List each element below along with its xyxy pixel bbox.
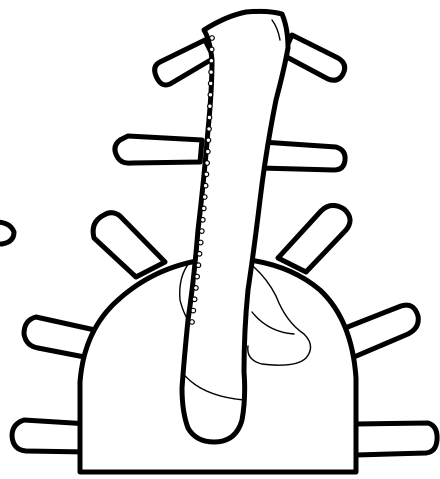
spike-base-left <box>12 420 89 452</box>
bead-dot <box>209 47 214 52</box>
bead-dot <box>194 286 199 291</box>
spike-lower-left <box>93 213 165 277</box>
bead-dot <box>210 36 215 41</box>
bead-dot <box>192 297 197 302</box>
bead-dot <box>207 127 212 132</box>
bead-dot <box>197 252 202 257</box>
spike-lower-right <box>278 205 350 272</box>
bead-dot <box>208 104 213 109</box>
spike-mid-right <box>260 142 345 170</box>
bead-dot <box>202 195 207 200</box>
bead-dot <box>198 240 203 245</box>
bead-dot <box>208 93 213 98</box>
spike-upper-right <box>283 35 345 80</box>
bead-dot <box>208 81 213 86</box>
bead-dot <box>190 320 195 325</box>
bead-dot <box>204 172 209 177</box>
bead-dot <box>206 149 211 154</box>
bead-dot <box>206 138 211 143</box>
bead-dot <box>203 183 208 188</box>
bead-dot <box>209 58 214 63</box>
bead-dot <box>200 229 205 234</box>
side-fragment <box>0 222 14 244</box>
spike-mid-left <box>115 136 202 163</box>
bead-dot <box>202 206 207 211</box>
bead-dot <box>201 218 206 223</box>
bead-dot <box>207 115 212 120</box>
spike-upper-left <box>155 40 214 85</box>
spike-base-right <box>356 423 437 455</box>
bead-dot <box>191 308 196 313</box>
bead-dot <box>195 274 200 279</box>
bead-dot <box>196 263 201 268</box>
bead-dot <box>209 70 214 75</box>
bead-dot <box>205 161 210 166</box>
